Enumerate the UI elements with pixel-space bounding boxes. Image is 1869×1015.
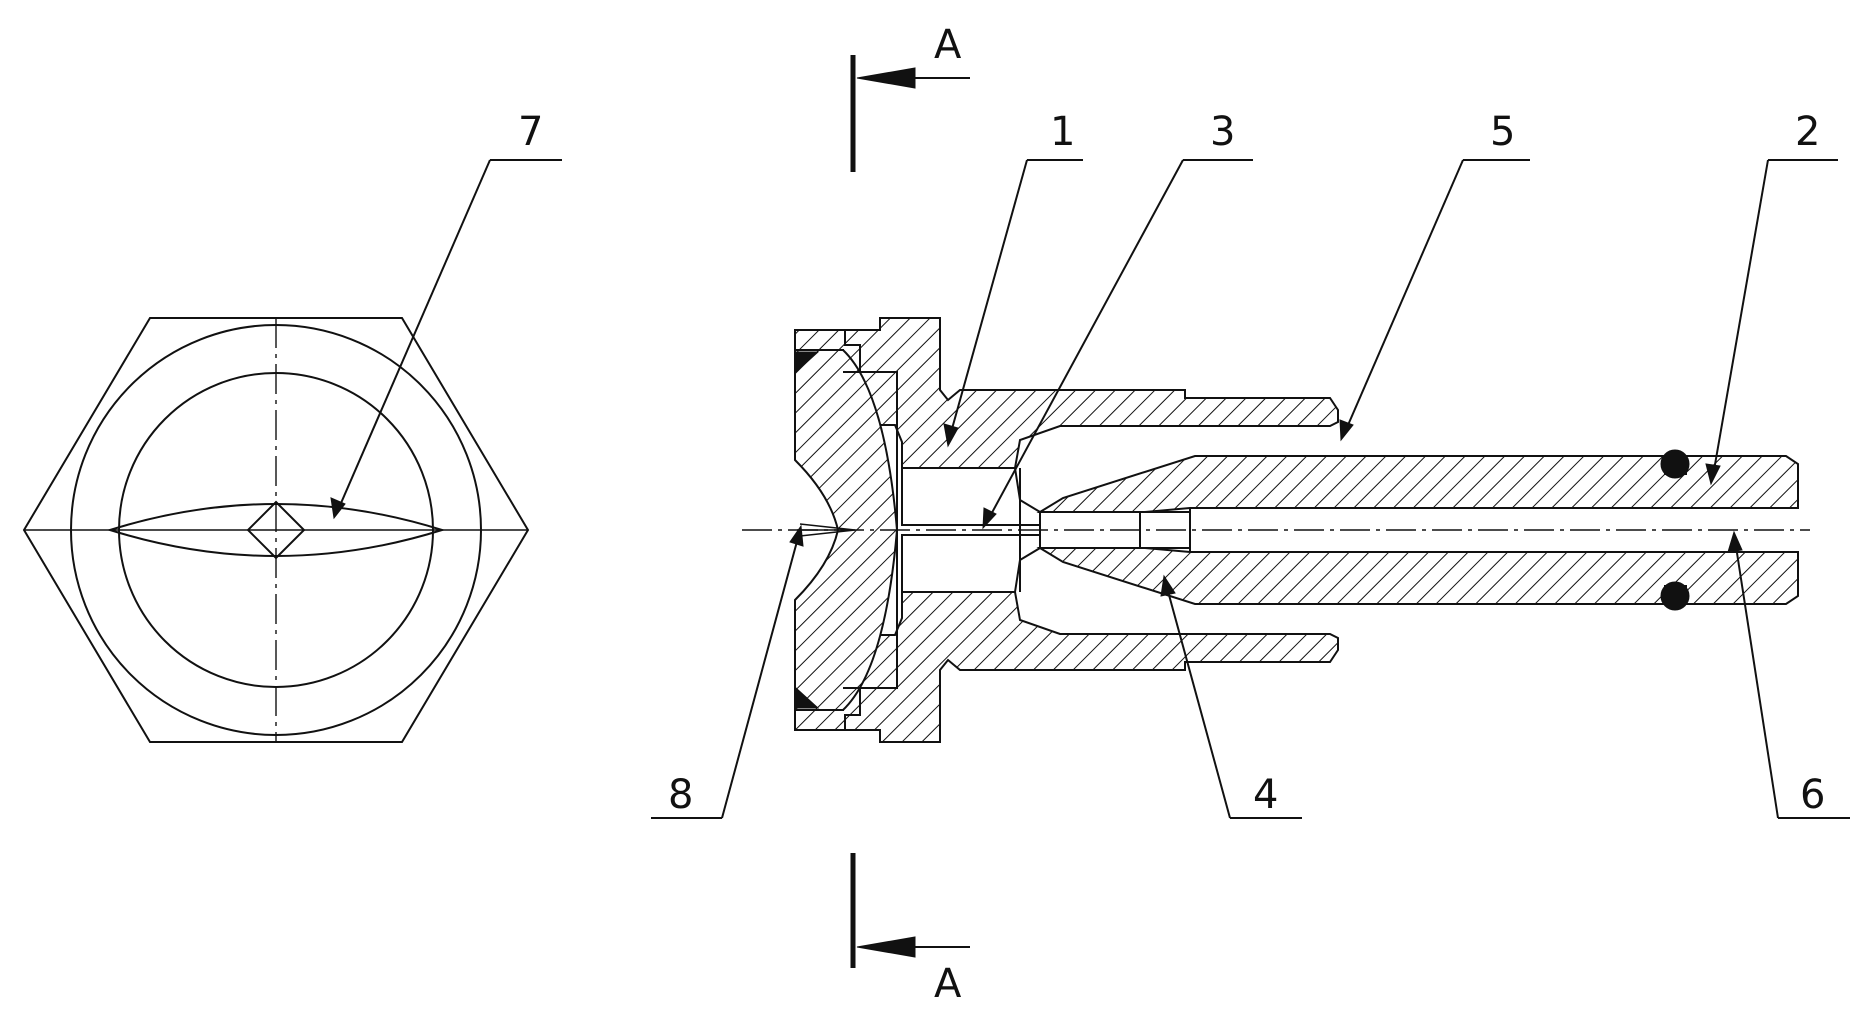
svg-text:6: 6	[1800, 772, 1825, 818]
o-ring-lower	[1660, 581, 1690, 611]
section-view	[742, 317, 1810, 743]
svg-text:2: 2	[1795, 109, 1820, 155]
section-marker-top: A	[850, 22, 970, 172]
callout-2: 2	[1705, 109, 1838, 486]
svg-text:4: 4	[1253, 772, 1278, 818]
end-view	[22, 317, 530, 743]
callout-4: 4	[1160, 574, 1302, 819]
svg-text:8: 8	[668, 772, 693, 818]
svg-text:7: 7	[518, 109, 543, 155]
section-marker-bottom: A	[850, 853, 970, 1007]
callout-7: 7	[330, 109, 562, 520]
svg-text:1: 1	[1050, 109, 1075, 155]
callout-6: 6	[1727, 530, 1850, 819]
svg-text:3: 3	[1210, 109, 1235, 155]
callout-1: 1	[943, 109, 1083, 448]
section-label-bottom: A	[934, 961, 962, 1007]
callout-8: 8	[651, 524, 804, 819]
callout-3: 3	[982, 109, 1253, 530]
section-label-top: A	[934, 22, 962, 68]
svg-text:5: 5	[1490, 109, 1515, 155]
callout-5: 5	[1339, 109, 1530, 442]
seal-upper	[795, 351, 820, 374]
seal-lower	[795, 686, 820, 709]
o-ring-upper	[1660, 449, 1690, 479]
